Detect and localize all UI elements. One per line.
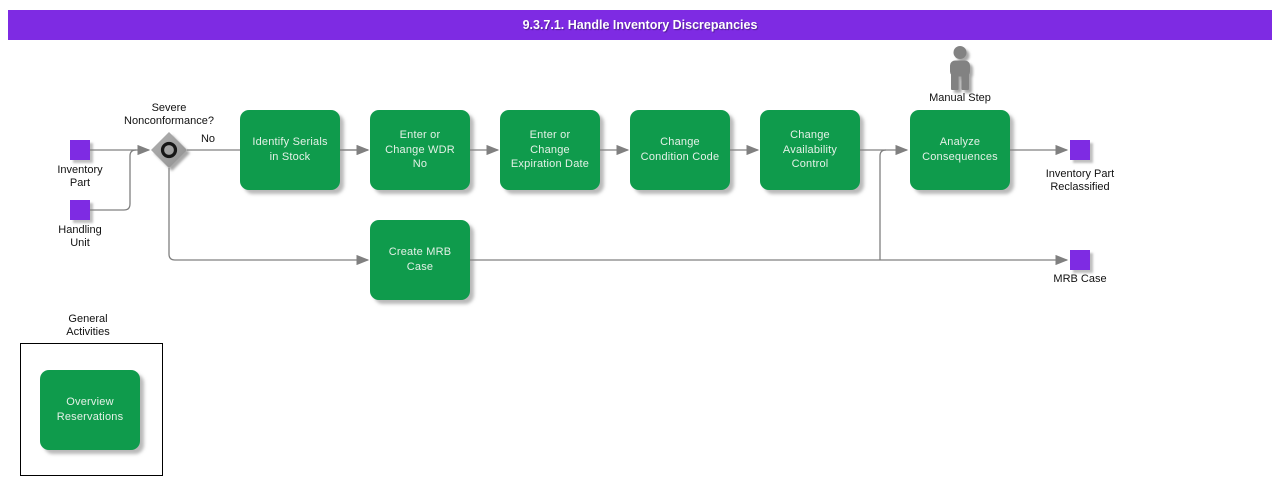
activity-change-availability-control[interactable]: Change Availability Control: [760, 110, 860, 190]
mrb-case-label: MRB Case: [1053, 273, 1107, 285]
diagram-title: 9.3.7.1. Handle Inventory Discrepancies: [522, 18, 758, 32]
connector-decision-to-create-mrb: [168, 168, 370, 266]
decision-label: Severe Nonconformance?: [124, 102, 214, 128]
manual-step-label: Manual Step: [929, 92, 991, 104]
activity-enter-or-change-wdr-no[interactable]: Enter or Change WDR No: [370, 110, 470, 190]
activity-label: Change Condition Code: [640, 136, 720, 163]
connector-handling-unit-merge: [90, 149, 137, 211]
inventory-part-label: Inventory Part: [57, 164, 103, 190]
activity-label: Create MRB Case: [388, 246, 452, 273]
activity-label: Overview Reservations: [56, 396, 124, 423]
activity-enter-or-change-expiration-date[interactable]: Enter or Change Expiration Date: [500, 110, 600, 190]
artifact-inventory-part[interactable]: [70, 140, 90, 160]
artifact-inventory-part-reclassified[interactable]: [1070, 140, 1090, 160]
activity-label: Analyze Consequences: [922, 136, 998, 163]
connector-mrb-line-up-to-analyze: [879, 149, 887, 260]
inventory-part-reclassified-label: Inventory Part Reclassified: [1045, 168, 1115, 194]
artifact-handling-unit[interactable]: [70, 200, 90, 220]
activity-label: Identify Serials in Stock: [252, 136, 328, 163]
activity-create-mrb-case[interactable]: Create MRB Case: [370, 220, 470, 300]
artifact-mrb-case[interactable]: [1070, 250, 1090, 270]
handling-unit-label: Handling Unit: [58, 224, 102, 250]
activity-analyze-consequences[interactable]: Analyze Consequences: [910, 110, 1010, 190]
no-branch-label: No: [200, 133, 216, 145]
activity-overview-reservations[interactable]: Overview Reservations: [40, 370, 140, 450]
decision-diamond-circle: [160, 141, 178, 159]
activity-change-condition-code[interactable]: Change Condition Code: [630, 110, 730, 190]
title-bar: 9.3.7.1. Handle Inventory Discrepancies: [8, 10, 1272, 40]
activity-label: Enter or Change WDR No: [385, 129, 455, 171]
activity-label: Change Availability Control: [782, 129, 838, 171]
decision-diamond[interactable]: [151, 132, 187, 168]
activity-label: Enter or Change Expiration Date: [510, 129, 590, 171]
general-activities-label: General Activities: [66, 313, 110, 339]
activity-identify-serials-in-stock[interactable]: Identify Serials in Stock: [240, 110, 340, 190]
manual-step-icon: [950, 46, 970, 90]
